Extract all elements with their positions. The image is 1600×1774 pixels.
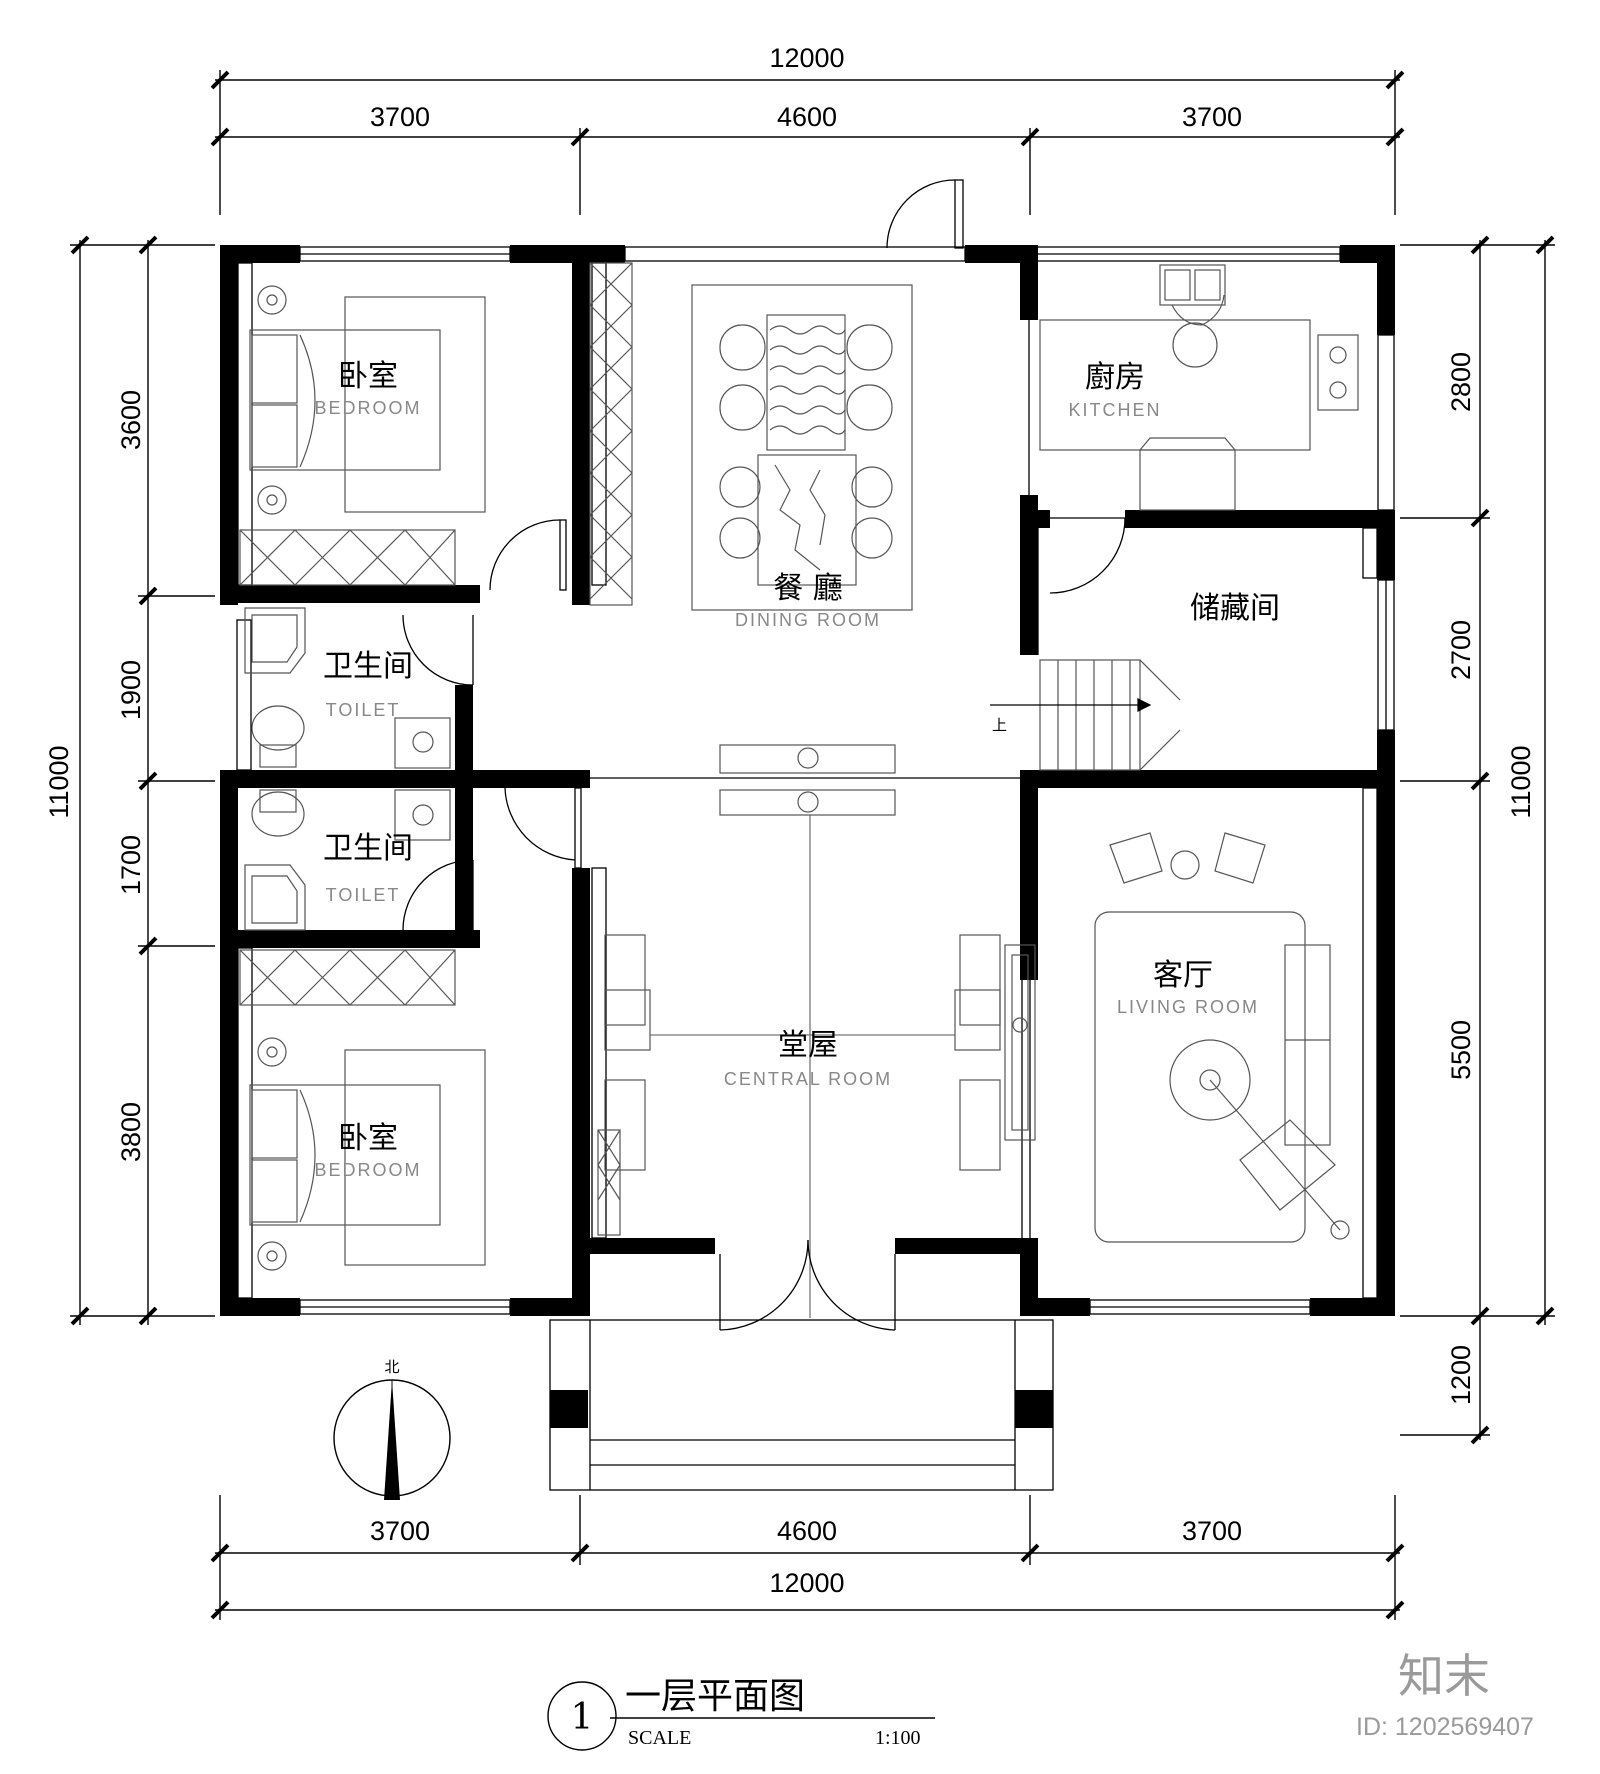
label-bedroom-north-en: BEDROOM	[314, 398, 421, 418]
label-kitchen-cn: 廚房	[1085, 360, 1145, 395]
furniture	[239, 262, 1359, 1271]
walls	[220, 245, 1395, 1428]
drawing-title-block: 1 一层平面图 SCALE 1:100	[547, 1676, 935, 1751]
stair-up-label: 上	[992, 716, 1007, 734]
dim-left-1: 3600	[116, 390, 146, 450]
dim-right-1: 2800	[1446, 352, 1476, 412]
dim-left-total: 11000	[44, 745, 74, 818]
title-number-circle-icon	[547, 1681, 617, 1751]
dim-right-total: 11000	[1506, 745, 1536, 818]
dim-left-2: 1900	[116, 660, 146, 720]
label-toilet-north-cn: 卫生间	[323, 649, 413, 684]
north-arrow: 北	[333, 1358, 451, 1500]
label-bedroom-south-en: BEDROOM	[314, 1160, 421, 1180]
dim-bottom-2: 4600	[777, 1516, 837, 1546]
label-dining-en: DINING ROOM	[735, 610, 881, 630]
dim-bottom-total: 12000	[769, 1568, 844, 1598]
label-dining-cn: 餐 廳	[773, 571, 843, 606]
dim-left-4: 3800	[116, 1102, 146, 1162]
doors	[402, 179, 1126, 1331]
watermark-brand: 知末	[1398, 1649, 1490, 1703]
label-kitchen-en: KITCHEN	[1068, 400, 1161, 420]
dim-left-3: 1700	[116, 835, 146, 895]
watermark-id: ID: 1202569407	[1356, 1713, 1534, 1741]
label-living-cn: 客厅	[1153, 958, 1213, 993]
label-bedroom-south-cn: 卧室	[338, 1121, 398, 1156]
dim-top-3: 3700	[1182, 102, 1242, 132]
dim-right-2: 2700	[1446, 620, 1476, 680]
watermark: 知末 ID: 1202569407	[1356, 1649, 1534, 1741]
drawing-name: 一层平面图	[625, 1676, 805, 1717]
room-labels: 卧室 BEDROOM 餐 廳 DINING ROOM 廚房 KITCHEN 储藏…	[314, 359, 1280, 1180]
dim-top-total: 12000	[769, 43, 844, 73]
dim-right-3: 5500	[1446, 1020, 1476, 1080]
dim-bottom-3: 3700	[1182, 1516, 1242, 1546]
windows-and-thin-walls	[236, 246, 1395, 1491]
label-toilet-south-en: TOILET	[326, 885, 401, 905]
dim-right-4: 1200	[1446, 1345, 1476, 1405]
north-label: 北	[384, 1358, 399, 1376]
scale-label: SCALE	[628, 1727, 691, 1749]
label-toilet-south-cn: 卫生间	[323, 831, 413, 866]
label-storage-cn: 储藏间	[1190, 591, 1280, 626]
dim-top-2: 4600	[777, 102, 837, 132]
dimension-lines	[70, 70, 1555, 1620]
label-bedroom-north-cn: 卧室	[338, 359, 398, 394]
label-central-cn: 堂屋	[778, 1028, 838, 1063]
label-living-en: LIVING ROOM	[1117, 997, 1259, 1017]
dim-bottom-1: 3700	[370, 1516, 430, 1546]
dim-top-1: 3700	[370, 102, 430, 132]
scale-value: 1:100	[875, 1727, 921, 1749]
label-central-en: CENTRAL ROOM	[724, 1069, 892, 1089]
label-toilet-north-en: TOILET	[326, 700, 401, 720]
drawing-number: 1	[571, 1697, 594, 1738]
dimension-ticks	[70, 70, 1555, 1620]
